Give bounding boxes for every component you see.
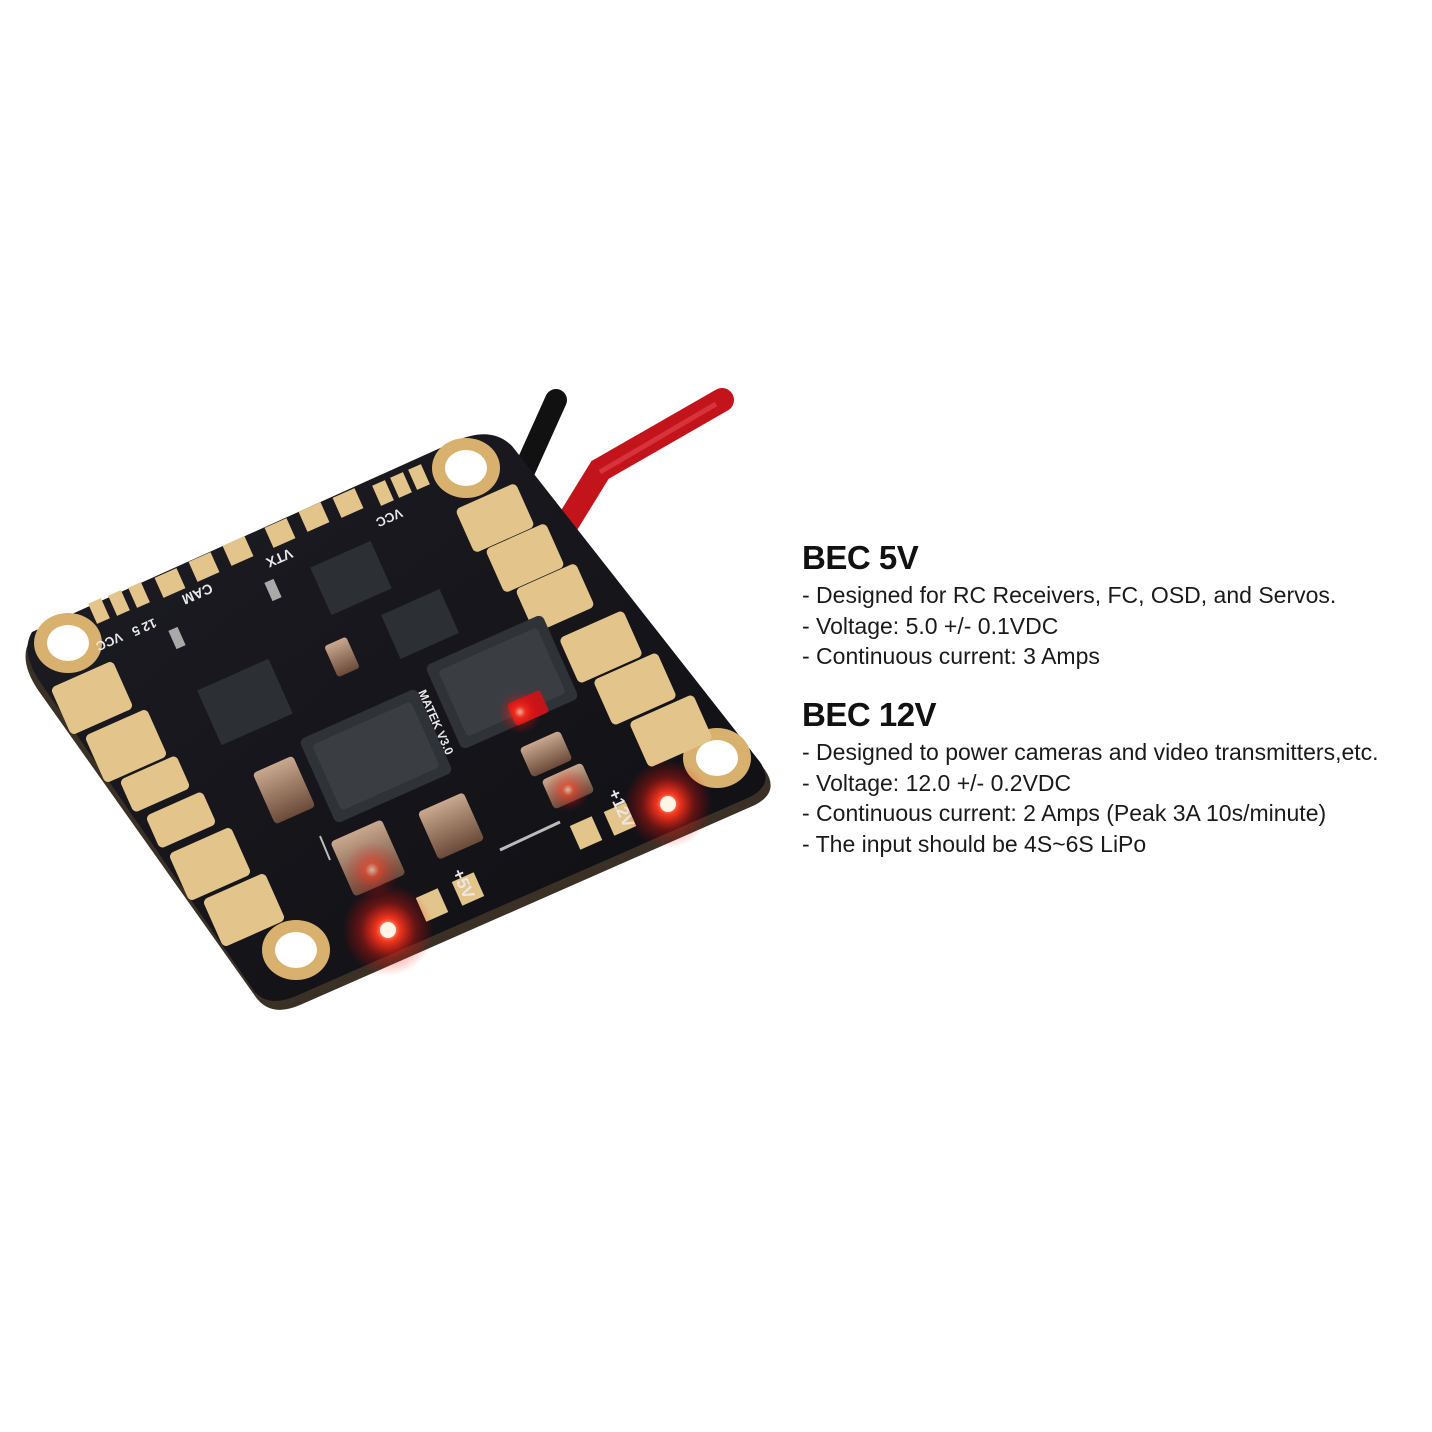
bec-12v-line: - The input should be 4S~6S LiPo [802,830,1147,857]
bec-5v-line: - Designed for RC Receivers, FC, OSD, an… [802,582,1337,608]
bec-5v-title: BEC 5V [802,539,919,576]
status-leds [342,690,712,976]
mounting-hole [262,920,330,980]
mounting-hole [34,613,102,673]
bec-12v-line: - Continuous current: 2 Amps (Peak 3A 10… [802,800,1327,826]
bec-12v-list: - Designed to power cameras and video tr… [802,737,1379,859]
bec-5v-list: - Designed for RC Receivers, FC, OSD, an… [802,580,1336,672]
red-wire [548,388,734,547]
mounting-hole [432,438,500,498]
bec-5v-line: - Continuous current: 3 Amps [802,643,1100,669]
bec-12v-line: - Designed to power cameras and video tr… [802,739,1379,765]
header-pads [88,464,430,624]
ic-chips [168,540,459,746]
bec-5v-section: BEC 5V - Designed for RC Receivers, FC, … [802,540,1336,672]
inductors [300,615,578,823]
bec-12v-title: BEC 12V [802,696,937,733]
bec-12v-section: BEC 12V - Designed to power cameras and … [802,697,1379,859]
bec-5v-line: - Voltage: 5.0 +/- 0.1VDC [802,612,1059,639]
esc-pads-left [51,662,285,946]
esc-pads-right [456,484,712,767]
bec-12v-line: - Voltage: 12.0 +/- 0.2VDC [802,769,1072,796]
